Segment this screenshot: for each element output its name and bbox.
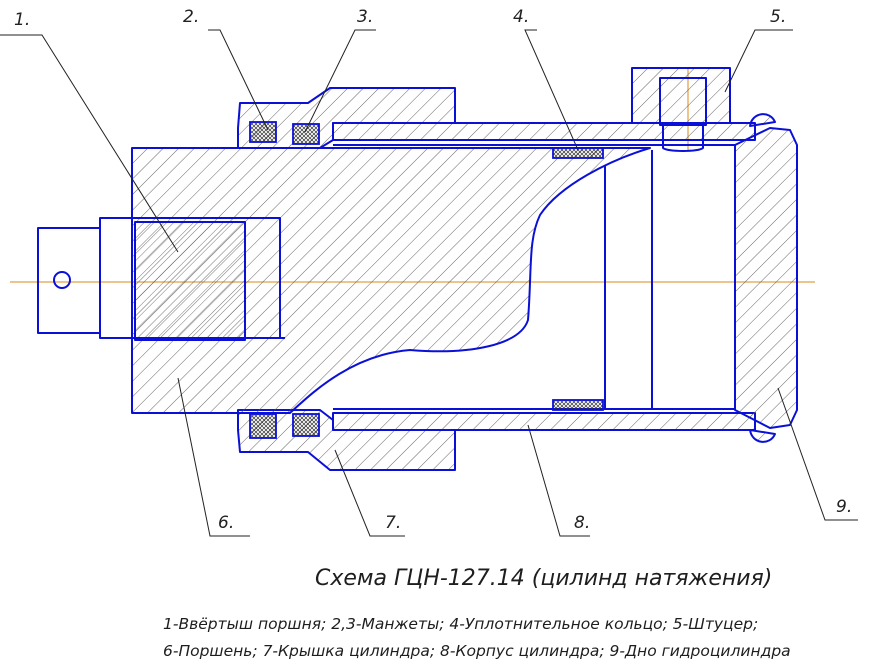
callout-6: 6. — [218, 513, 234, 533]
seal-3-bottom — [292, 413, 320, 437]
sealing-ring-bottom — [552, 399, 604, 411]
legend-line-1: 1-Ввёртыш поршня; 2,3-Манжеты; 4-Уплотни… — [163, 615, 758, 633]
piston-insert-head — [37, 227, 101, 334]
callout-1: 1. — [14, 10, 30, 30]
callout-7: 7. — [385, 513, 401, 533]
diagram-title: Схема ГЦН-127.14 (цилинд натяжения) — [315, 566, 772, 591]
sealing-ring-top — [552, 147, 604, 159]
legend-line-2: 6-Поршень; 7-Крышка цилиндра; 8-Корпус ц… — [163, 642, 791, 660]
seal-3-top — [292, 123, 320, 145]
callout-9: 9. — [836, 497, 852, 517]
fitting — [631, 67, 731, 124]
cylinder-bottom-bead-bottom — [749, 429, 776, 443]
callout-3: 3. — [357, 7, 373, 27]
fitting-bore — [659, 77, 707, 126]
callout-2: 2. — [183, 7, 199, 27]
callout-5: 5. — [770, 7, 786, 27]
piston-insert-hole — [53, 271, 71, 289]
cylinder-bottom-bead-top — [749, 113, 776, 127]
piston — [131, 147, 651, 414]
callout-4: 4. — [513, 7, 529, 27]
seal-2-top — [249, 121, 277, 143]
fitting-port — [662, 125, 704, 152]
leader-lines — [0, 29, 858, 537]
cylinder-body-bottom — [332, 412, 756, 431]
piston-insert-thread — [134, 221, 246, 341]
seal-2-bottom — [249, 413, 277, 439]
callout-8: 8. — [574, 513, 590, 533]
cylinder-bottom — [734, 127, 798, 429]
